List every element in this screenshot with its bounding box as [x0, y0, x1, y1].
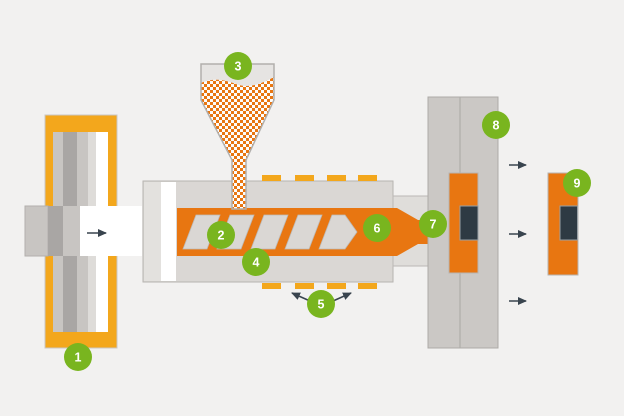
label-9-circle[interactable]: [563, 169, 591, 197]
label-7-number: 7: [430, 218, 437, 232]
label-6-number: 6: [374, 222, 381, 236]
label-7[interactable]: 7: [419, 210, 447, 238]
hopper-granulate: [201, 64, 274, 209]
label-3-circle[interactable]: [224, 52, 252, 80]
label-3-number: 3: [235, 60, 242, 74]
label-3[interactable]: 3: [224, 52, 252, 80]
screw-flight: [284, 214, 323, 250]
label-8-number: 8: [493, 119, 500, 133]
heater-band: [295, 175, 314, 181]
ejected-part-insert: [559, 205, 578, 241]
heater-band: [327, 175, 346, 181]
piston-rod: [24, 205, 49, 257]
piston-spacer: [63, 206, 80, 256]
label-5-circle[interactable]: [307, 290, 335, 318]
heater-band: [358, 175, 377, 181]
label-4[interactable]: 4: [242, 248, 270, 276]
molded-part-insert: [459, 205, 479, 241]
label-2-circle[interactable]: [207, 221, 235, 249]
barrel-end-cap: [144, 182, 161, 281]
screw-flight: [250, 214, 289, 250]
label-4-circle[interactable]: [242, 248, 270, 276]
label-6-circle[interactable]: [363, 214, 391, 242]
label-8[interactable]: 8: [482, 111, 510, 139]
label-1-circle[interactable]: [64, 343, 92, 371]
label-2[interactable]: 2: [207, 221, 235, 249]
label-4-number: 4: [253, 256, 260, 270]
label-5-number: 5: [318, 298, 325, 312]
heater-bands: [262, 175, 377, 289]
label-1-number: 1: [75, 351, 82, 365]
hopper-outline: [200, 63, 275, 210]
piston-head: [48, 206, 63, 256]
label-9[interactable]: 9: [563, 169, 591, 197]
heater-band: [262, 283, 281, 289]
heater-band: [295, 283, 314, 289]
label-7-circle[interactable]: [419, 210, 447, 238]
label-2-number: 2: [218, 229, 225, 243]
screw-flight: [182, 214, 221, 250]
piston-chamber: [80, 206, 142, 256]
screw-tip: [318, 214, 358, 250]
heater-band: [327, 283, 346, 289]
label-6[interactable]: 6: [363, 214, 391, 242]
heater-pointer-arrow-left-icon: [291, 292, 311, 302]
label-5[interactable]: 5: [307, 290, 335, 318]
heater-band: [358, 283, 377, 289]
heater-pointer-arrow-right-icon: [332, 292, 352, 302]
label-1[interactable]: 1: [64, 343, 92, 371]
coupling-strip: [161, 182, 176, 281]
label-8-circle[interactable]: [482, 111, 510, 139]
heater-band: [262, 175, 281, 181]
label-9-number: 9: [574, 177, 581, 191]
